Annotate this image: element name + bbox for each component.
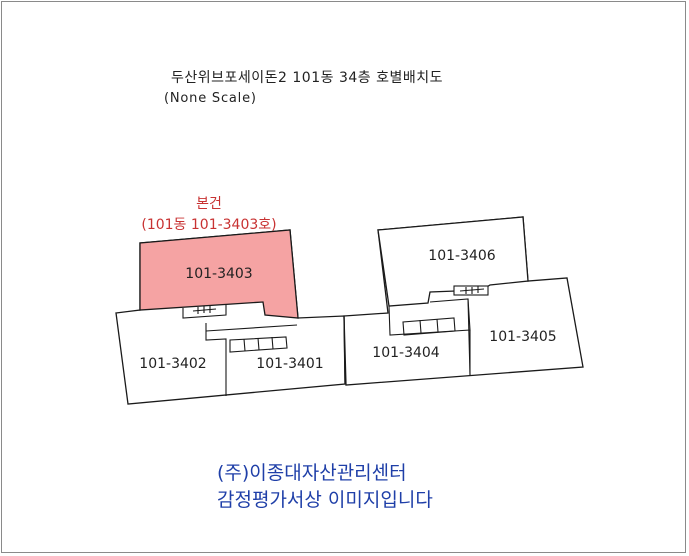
unit-3401-label: 101-3401 (256, 356, 323, 372)
unit-3403-area (139, 229, 299, 319)
unit-3405-label: 101-3405 (489, 329, 556, 345)
unit-3404-label: 101-3404 (372, 345, 439, 361)
unit-3403-label: 101-3403 (185, 266, 252, 282)
scale-note: (None Scale) (164, 91, 257, 106)
subject-label: 본건 (196, 196, 222, 212)
unit-3406-label: 101-3406 (428, 248, 495, 264)
page-title: 두산위브포세이돈2 101동 34층 호별배치도 (171, 70, 443, 86)
partition-lines (182, 285, 489, 396)
unit-3402-label: 101-3402 (139, 356, 206, 372)
subject-unit-ref: (101동 101-3403호) (141, 217, 276, 233)
footer-company: (주)이종대자산관리센터 (217, 462, 407, 484)
footer-note: 감정평가서상 이미지입니다 (217, 489, 433, 511)
